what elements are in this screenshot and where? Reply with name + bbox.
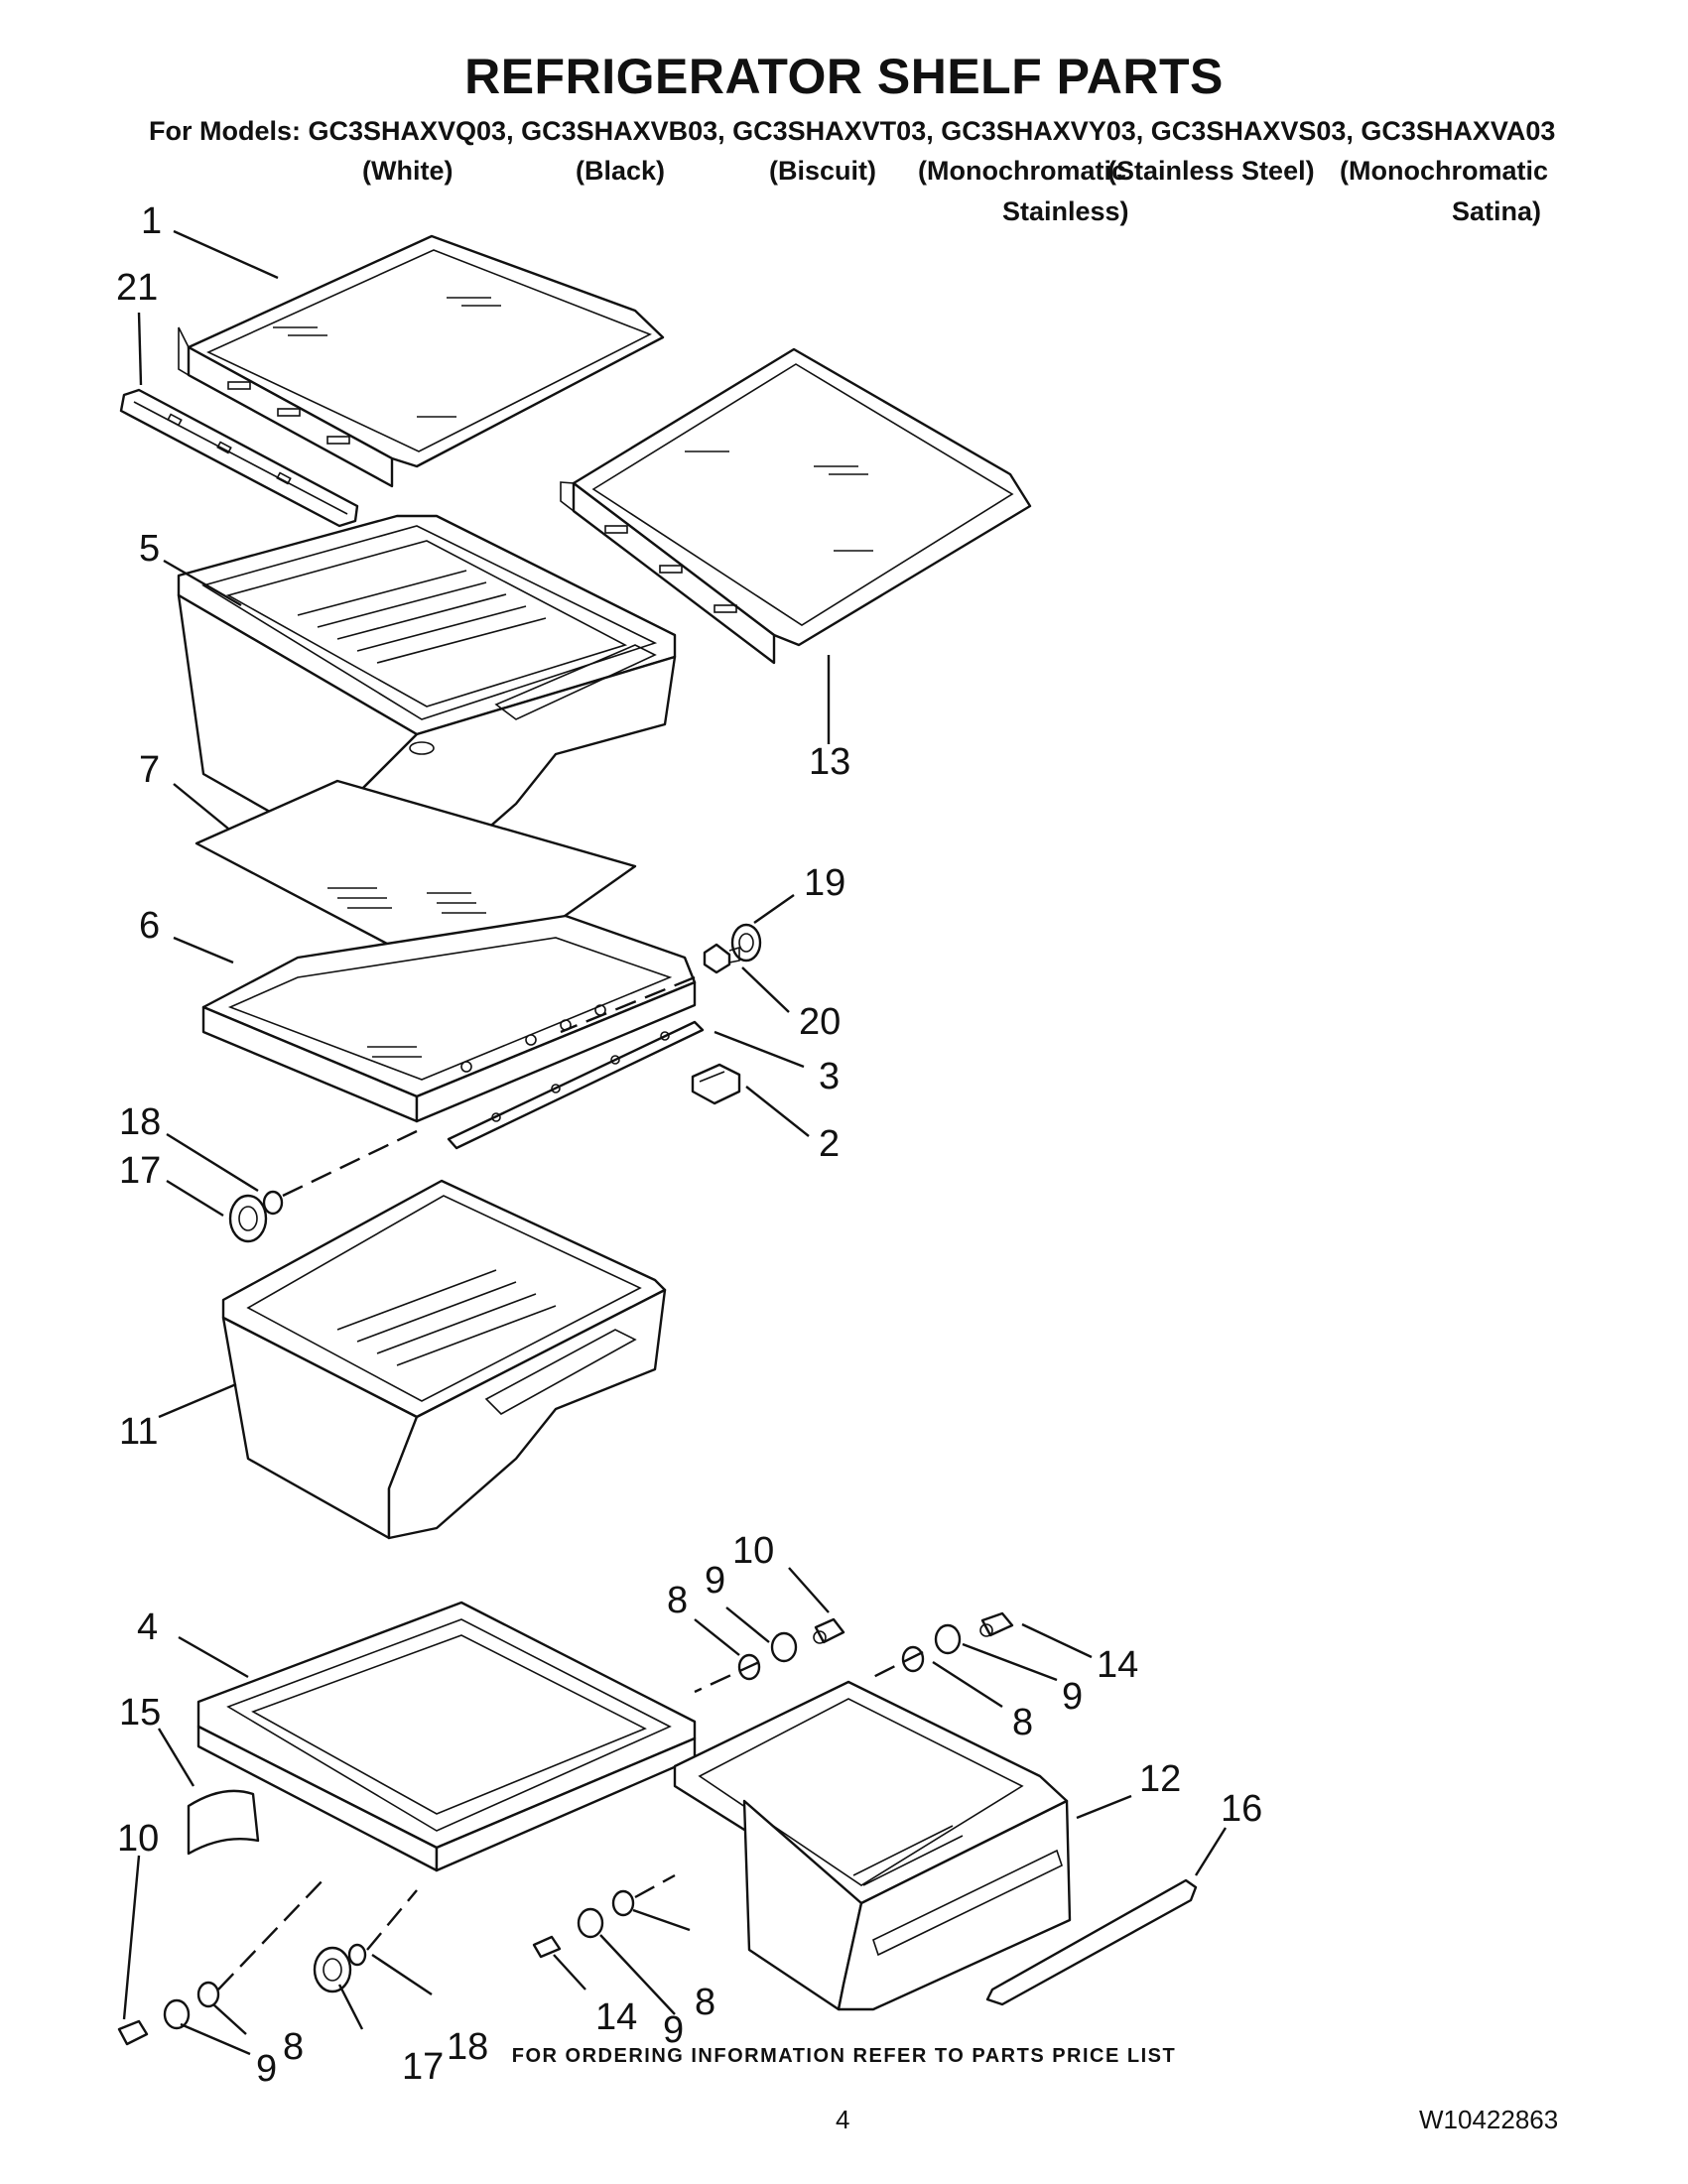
part-10-screw-lower (117, 2019, 149, 2046)
part-15-trim (187, 1789, 260, 1856)
callout-9-upper: 9 (705, 1560, 725, 1602)
callout-15: 15 (119, 1692, 161, 1734)
variant-monochromatic-stainless-cont: Stainless) (1002, 196, 1129, 226)
page-number: 4 (836, 2105, 850, 2134)
callout-13: 13 (809, 741, 850, 783)
part-9-washer-right (934, 1623, 962, 1655)
callout-9-lower-mid: 9 (663, 2009, 684, 2051)
variant-monochromatic-satina-cont: Satina) (1452, 196, 1542, 226)
callout-9-right: 9 (1062, 1676, 1083, 1718)
callout-10-upper: 10 (732, 1530, 774, 1572)
callout-8-lower-mid: 8 (695, 1982, 715, 2023)
callout-18-upper: 18 (119, 1101, 161, 1143)
part-8-bushing-lower-mid (611, 1889, 635, 1917)
part-18-axle-lower (347, 1943, 367, 1967)
leader-arrows (122, 229, 1228, 2056)
variant-stainless-steel: (Stainless Steel) (1107, 156, 1315, 186)
callout-2: 2 (819, 1123, 840, 1165)
callout-8-right: 8 (1012, 1702, 1033, 1743)
callout-3: 3 (819, 1056, 840, 1097)
part-11-crisper-drawer (221, 1179, 667, 1540)
part-14-screw-upper (979, 1611, 1014, 1637)
callout-9-lower-left: 9 (256, 2048, 277, 2090)
variant-white: (White) (362, 156, 454, 186)
part-1-glass-shelf (178, 234, 665, 488)
callout-8-lower-left: 8 (283, 2026, 304, 2068)
callout-7: 7 (139, 749, 160, 791)
part-21-shelf-rail (119, 388, 359, 528)
callout-14-lower: 14 (595, 1996, 637, 2038)
part-20-screw (703, 943, 740, 974)
callout-10-lower: 10 (117, 1818, 159, 1860)
callout-11: 11 (119, 1411, 158, 1453)
part-18-axle (262, 1190, 284, 1216)
part-6-crisper-cover (201, 914, 697, 1123)
callout-17-upper: 17 (119, 1150, 161, 1192)
models-line: For Models: GC3SHAXVQ03, GC3SHAXVB03, GC… (149, 116, 1556, 146)
part-17-wheel-lower (313, 1946, 352, 1993)
callout-21: 21 (116, 267, 158, 309)
callout-labels: 1 21 5 13 7 19 6 20 3 2 18 17 11 10 9 8 … (116, 200, 1262, 2090)
callout-5: 5 (139, 528, 160, 570)
variant-black: (Black) (576, 156, 666, 186)
part-9-washer-lower-mid (577, 1907, 604, 1939)
variant-biscuit: (Biscuit) (769, 156, 876, 186)
callout-19: 19 (804, 862, 845, 904)
callout-12: 12 (1139, 1758, 1181, 1800)
page-title: REFRIGERATOR SHELF PARTS (464, 49, 1224, 104)
part-10-screw-upper (813, 1617, 845, 1644)
part-4-crisper-frame (196, 1601, 697, 1872)
part-9-washer-lower-left (163, 1998, 191, 2030)
part-16-drawer-trim (985, 1878, 1198, 2006)
alignment-lines (217, 975, 924, 1991)
part-2-clip (691, 1063, 741, 1105)
variant-monochromatic-satina: (Monochromatic (1340, 156, 1549, 186)
part-13-glass-shelf (560, 347, 1032, 665)
callout-6: 6 (139, 905, 160, 947)
callout-20: 20 (799, 1001, 841, 1043)
callout-1: 1 (141, 200, 162, 242)
part-12-deli-drawer (673, 1680, 1072, 2011)
part-8-bushing-right (901, 1645, 925, 1673)
variant-monochromatic-stainless: (Monochromatic (918, 156, 1127, 186)
part-9-washer-upper (770, 1631, 798, 1663)
callout-17-lower: 17 (402, 2046, 444, 2088)
callout-16: 16 (1221, 1788, 1262, 1830)
ordering-note: FOR ORDERING INFORMATION REFER TO PARTS … (511, 2045, 1177, 2067)
callout-4: 4 (137, 1606, 158, 1648)
callout-14-upper: 14 (1097, 1644, 1138, 1686)
callout-18-lower: 18 (447, 2026, 488, 2068)
part-19-roller (730, 923, 762, 963)
part-8-bushing-lower-left (196, 1981, 220, 2008)
part-14-screw-lower (532, 1935, 562, 1959)
document-number: W10422863 (1419, 2105, 1559, 2134)
part-3-slide-rail (447, 1020, 705, 1150)
callout-8-upper: 8 (667, 1580, 688, 1621)
part-17-wheel (228, 1194, 268, 1243)
